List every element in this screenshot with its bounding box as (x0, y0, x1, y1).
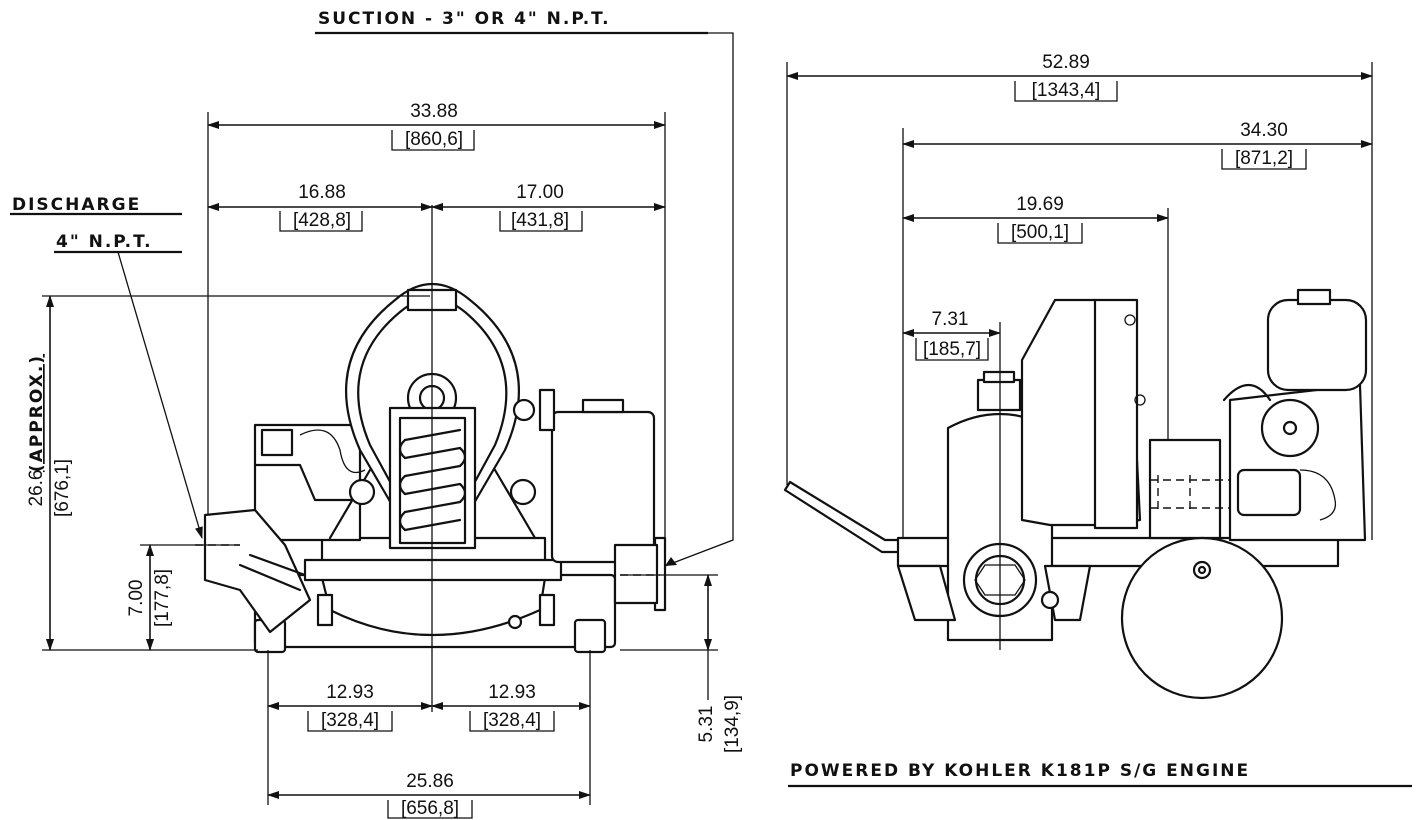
dim-overall-width-in: 33.88 (410, 101, 458, 122)
svg-text:DISCHARGE: DISCHARGE (12, 195, 141, 215)
svg-text:POWERED BY KOHLER K181P S/G EN: POWERED BY KOHLER K181P S/G ENGINE (790, 761, 1250, 781)
dim-base-right-in: 12.93 (488, 682, 536, 703)
front-dimensions: 33.88 [860,6] 16.88 [428,8] 17.00 [431,8… (26, 101, 743, 819)
dim-suction-height-mm: [134,9] (722, 695, 743, 753)
dim-base-width-in: 25.86 (406, 771, 454, 792)
dim-height-in: 26.6 (26, 470, 47, 507)
dim-to-axle-mm: [500,1] (1011, 222, 1069, 243)
svg-text:SUCTION - 3" OR 4" N.P.T.: SUCTION - 3" OR 4" N.P.T. (318, 9, 611, 29)
dim-base-left-in: 12.93 (326, 682, 374, 703)
dim-overall-length-in: 52.89 (1042, 52, 1090, 73)
dim-to-pump-center-in: 7.31 (932, 309, 969, 330)
pump-side-view (783, 288, 1368, 700)
discharge-label: DISCHARGE 4" N.P.T. (10, 195, 203, 539)
pump-front-view (203, 205, 667, 712)
dim-suction-height-in: 5.31 (696, 706, 717, 743)
engine-label: POWERED BY KOHLER K181P S/G ENGINE (788, 761, 1412, 788)
side-dimensions: 52.89 [1343,4] 34.30 [871,2] 19.69 [500,… (786, 52, 1373, 540)
dim-base-left-mm: [328,4] (321, 710, 379, 731)
dim-discharge-height-in: 7.00 (126, 580, 147, 617)
dim-overall-length-mm: [1343,4] (1032, 80, 1101, 101)
dim-right-half-mm: [431,8] (511, 210, 569, 231)
dim-left-half-in: 16.88 (298, 182, 346, 203)
dim-to-pump-center-mm: [185,7] (923, 339, 981, 360)
dim-base-width-mm: [656,8] (401, 798, 459, 819)
dim-base-right-mm: [328,4] (483, 710, 541, 731)
svg-text:4" N.P.T.: 4" N.P.T. (56, 232, 153, 252)
suction-label: SUCTION - 3" OR 4" N.P.T. (315, 9, 734, 567)
dim-overall-width-mm: [860,6] (405, 129, 463, 150)
approx-label: (APPROX.) (27, 354, 47, 472)
dim-right-half-in: 17.00 (516, 182, 564, 203)
dim-discharge-height-mm: [177,8] (152, 569, 173, 627)
dim-left-half-mm: [428,8] (293, 210, 351, 231)
dim-frame-length-in: 34.30 (1240, 120, 1288, 141)
dim-height-mm: [676,1] (52, 459, 73, 517)
dim-frame-length-mm: [871,2] (1235, 148, 1293, 169)
dim-to-axle-in: 19.69 (1016, 194, 1064, 215)
